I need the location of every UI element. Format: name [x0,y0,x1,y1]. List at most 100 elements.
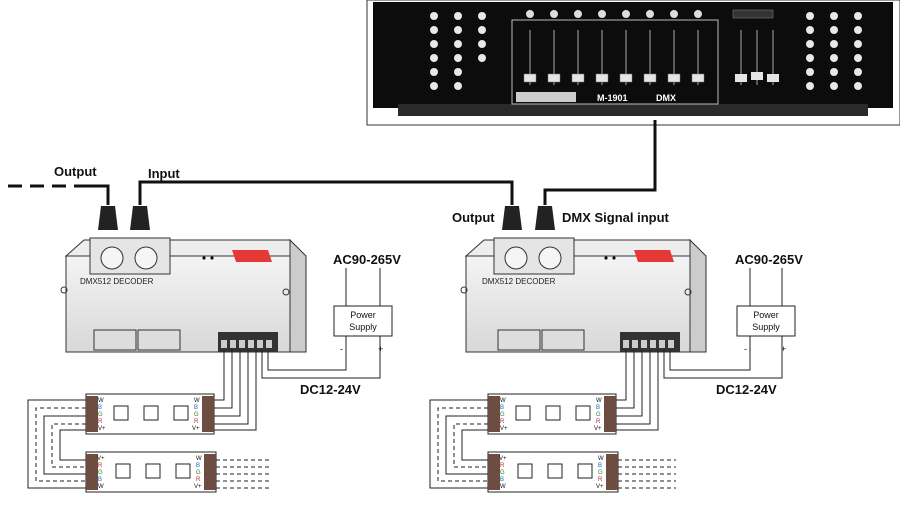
decoder2-input-label: DMX Signal input [562,210,670,225]
svg-text:Supply: Supply [752,322,780,332]
svg-text:V+: V+ [594,426,602,432]
svg-text:B: B [598,463,602,469]
svg-text:R: R [196,477,201,483]
strip2-loop-wiring [429,399,676,489]
decoder1-rj45-b [137,329,181,351]
svg-text:G: G [500,470,505,476]
controller-model: M-1901 [597,93,628,103]
fader-area [511,19,719,105]
controller-base [398,104,868,116]
decoder2-xlr-in [538,246,562,270]
decoder1-output-cable [78,184,110,205]
decoder-2: Output DMX Signal input DMX512 DECODER [452,206,707,353]
decoder1-rj45-a [93,329,137,351]
psu2-box [736,305,796,337]
svg-text:W: W [500,484,506,490]
controller-to-decoder2-cable [543,120,657,205]
svg-text:V+: V+ [98,426,106,432]
decoder1-output-plug [98,206,118,230]
svg-text:B: B [596,405,600,411]
svg-text:G: G [194,412,199,418]
controller-left-buttons [430,12,486,90]
decoder1-xlr-in [134,246,158,270]
svg-text:R: R [500,419,505,425]
decoder1-strip-wiring [212,350,257,431]
psu1-dc-label: DC12-24V [300,382,361,397]
psu2-dc-label: DC12-24V [716,382,777,397]
svg-text:-: - [744,344,747,354]
svg-text:R: R [500,463,505,469]
brand-plate [516,92,576,102]
controller-right-buttons [806,12,862,90]
decoder1-output-label: Output [54,164,97,179]
power-supply-2: AC90-265V Power Supply - + DC12-24V [663,252,803,397]
svg-text:B: B [98,477,102,483]
svg-text:R: R [598,477,603,483]
decoder2-red-indicator [634,250,674,262]
decoder1-title: DMX512 DECODER [80,277,154,286]
psu1-plus: + [378,344,383,354]
svg-text:V+: V+ [97,456,105,462]
decoder2-title: DMX512 DECODER [482,277,556,286]
decoder-1: Output Input DMX512 DECODER [54,164,307,353]
svg-text:W: W [98,398,104,404]
decoder1-red-indicator [232,250,272,262]
svg-text:V+: V+ [500,426,508,432]
svg-text:W: W [500,398,506,404]
svg-text:+: + [781,344,786,354]
controller-display [732,9,774,19]
svg-text:R: R [98,419,103,425]
svg-text:G: G [196,470,201,476]
decoder2-output-label: Output [452,210,495,225]
svg-text:W: W [598,456,604,462]
svg-text:W: W [196,456,202,462]
decoder2-output-plug [502,206,522,230]
decoder2-xlr-out [504,246,528,270]
led-strip-2b: V+ R G B W W B G R V+ [487,451,619,493]
decoder1-input-plug [130,206,150,230]
svg-text:W: W [596,398,602,404]
led-strip-2a: W B G R V+ W B G R V+ [487,393,617,435]
decoder1-xlr-out [100,246,124,270]
decoder1-input-label: Input [148,166,180,181]
svg-text:V+: V+ [596,484,604,490]
svg-text:G: G [598,470,603,476]
decoder2-input-plug [535,206,555,230]
power-supply-1: AC90-265V Power Supply - + DC12-24V [261,252,401,397]
psu1-box [333,305,393,337]
svg-text:B: B [500,405,504,411]
fader-knobs [523,73,705,83]
svg-text:G: G [98,412,103,418]
svg-text:R: R [98,463,103,469]
svg-text:V+: V+ [499,456,507,462]
led-strip-1b: V+ R G B W W B G R V+ [85,451,217,493]
psu1-minus: - [340,344,343,354]
psu1-line1: Power [350,310,376,320]
controller-panel [373,2,893,108]
dmx-cables [8,120,657,205]
psu2-ac-label: AC90-265V [735,252,803,267]
led-strip-1a: W B G R V+ W B G R V+ [85,393,215,435]
decoder1-side-face [289,238,307,353]
svg-text:Power: Power [753,310,779,320]
svg-text:R: R [596,419,601,425]
decoder2-to-decoder1-cable [138,180,514,205]
psu1-line2: Supply [349,322,377,332]
svg-text:G: G [98,470,103,476]
master-knobs [735,72,779,82]
svg-text:B: B [98,405,102,411]
svg-text:G: G [596,412,601,418]
svg-text:B: B [194,405,198,411]
svg-text:V+: V+ [192,426,200,432]
svg-text:B: B [196,463,200,469]
strip1-loop-wiring [27,399,272,489]
controller-protocol: DMX [656,93,676,103]
decoder2-strip-wiring [614,350,659,431]
channel-buttons [526,10,702,18]
svg-text:R: R [194,419,199,425]
dmx-controller: M-1901 DMX [366,0,900,126]
psu1-ac-label: AC90-265V [333,252,401,267]
svg-text:B: B [500,477,504,483]
